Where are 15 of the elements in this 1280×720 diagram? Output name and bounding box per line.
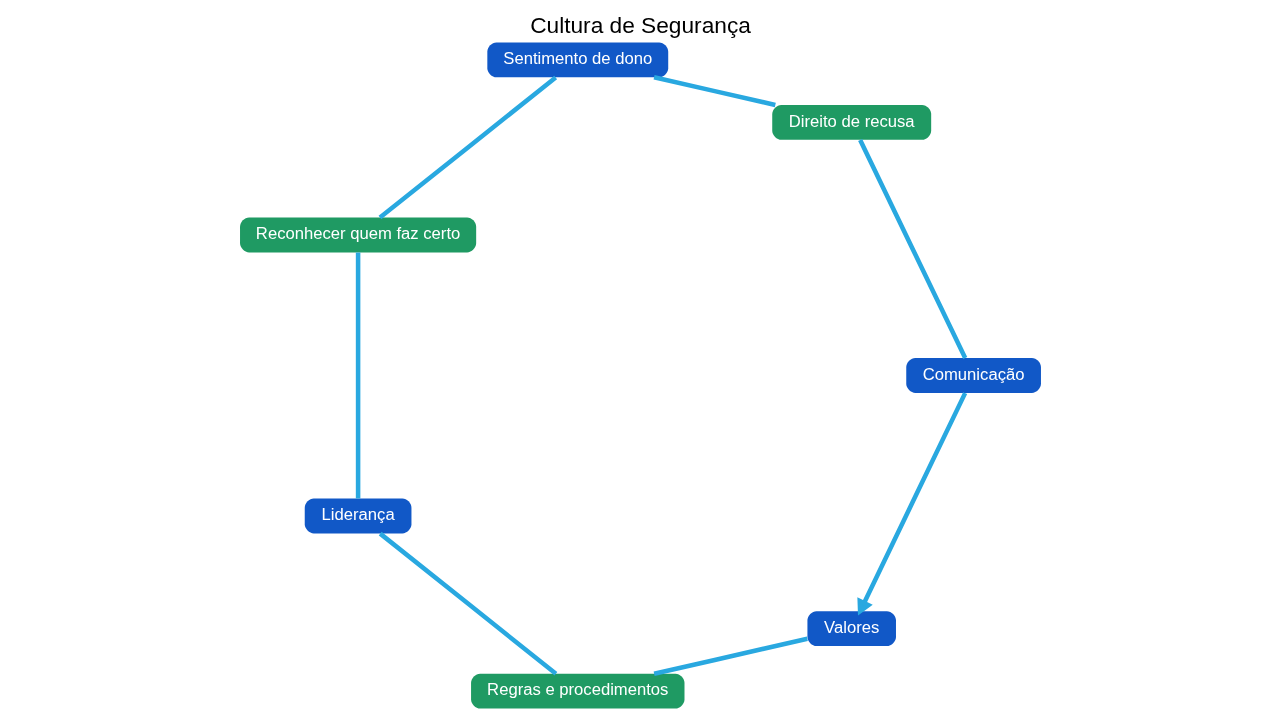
node-box: Valores: [806, 611, 896, 647]
connector: [355, 252, 360, 499]
connector: [653, 636, 808, 676]
node-box: Sentimento de dono: [486, 42, 668, 78]
node-box: Liderança: [304, 498, 411, 534]
node-box: Reconhecer quem faz certo: [239, 217, 476, 253]
node-box: Direito de recusa: [771, 104, 931, 140]
connector: [378, 531, 557, 676]
connector: [857, 139, 967, 359]
connector: [653, 75, 776, 108]
node-box: Comunicação: [905, 358, 1041, 393]
connector: [378, 75, 557, 220]
arrow: [856, 392, 967, 616]
diagram-title: Cultura de Segurança: [529, 11, 751, 38]
node-box: Regras e procedimentos: [470, 673, 684, 709]
